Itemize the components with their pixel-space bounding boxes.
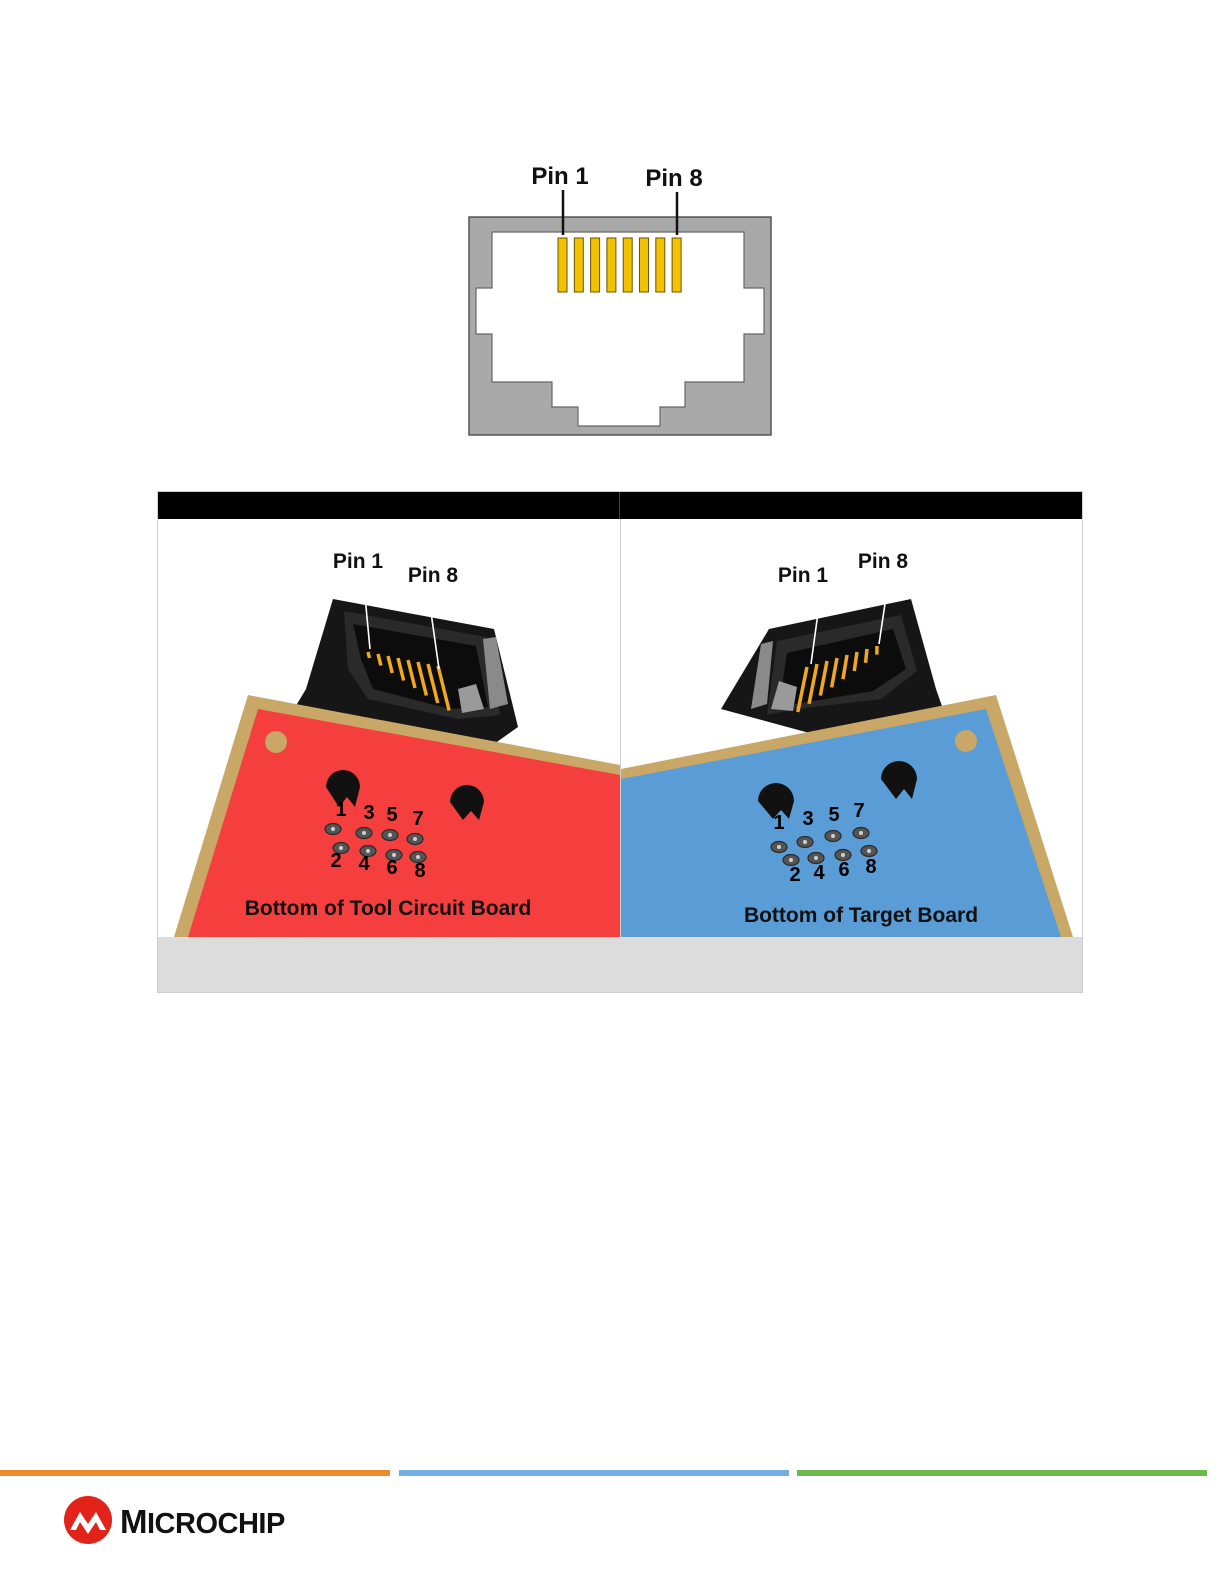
connector-pin-5 [623, 238, 632, 292]
target-pin-number-4: 4 [813, 862, 825, 884]
tool-board-illustration: Pin 1 Pin 8 1 2 3 4 5 6 7 8 Bo [158, 519, 620, 937]
target-pad-hole-3 [803, 840, 807, 844]
target-pin-number-5: 5 [828, 804, 839, 826]
target-pad-hole-2 [789, 858, 793, 862]
tool-pin-number-2: 2 [330, 850, 341, 872]
target-board-surface [621, 709, 1061, 937]
table-footer-row [158, 937, 1082, 992]
target-pin-number-6: 6 [838, 859, 849, 881]
target-connector-pin-7 [866, 649, 867, 663]
target-board-caption: Bottom of Target Board [744, 904, 978, 927]
target-pin1-label: Pin 1 [778, 564, 829, 587]
target-pad-hole-1 [777, 845, 781, 849]
logo-text-initial: M [120, 1503, 147, 1540]
target-pin-number-2: 2 [789, 864, 800, 886]
tool-pin-number-1: 1 [335, 799, 346, 821]
target-board-illustration: Pin 1 Pin 8 1 2 3 4 5 6 7 8 Bo [621, 519, 1082, 937]
tool-pad-hole-1 [331, 827, 335, 831]
target-pin-number-1: 1 [773, 812, 784, 834]
tool-pin-number-6: 6 [386, 857, 397, 879]
target-board-cell: Pin 1 Pin 8 1 2 3 4 5 6 7 8 Bo [621, 519, 1082, 937]
tool-pad-hole-8 [416, 855, 420, 859]
table-header-tool [158, 492, 620, 519]
connector-pin-8 [672, 238, 681, 292]
tool-pin-number-4: 4 [358, 853, 370, 875]
target-pad-hole-6 [841, 853, 845, 857]
tool-pad-hole-7 [413, 837, 417, 841]
tool-mount-hole [265, 731, 287, 753]
target-pad-hole-8 [867, 849, 871, 853]
target-pad-hole-5 [831, 834, 835, 838]
table-header-target [620, 492, 1082, 519]
tool-pin-number-5: 5 [386, 804, 397, 826]
table-header-row [158, 492, 1082, 519]
rj-connector-figure: Pin 1 Pin 8 [460, 150, 780, 450]
tool-pin8-label: Pin 8 [408, 564, 459, 587]
pin8-label: Pin 8 [645, 165, 702, 192]
footer-bar-blue [399, 1470, 789, 1476]
tool-connector-pin-1 [368, 652, 370, 658]
target-pad-hole-4 [814, 856, 818, 860]
target-pin-number-3: 3 [802, 808, 813, 830]
tool-pin-number-3: 3 [363, 802, 374, 824]
connector-pin-6 [640, 238, 649, 292]
logo-text-rest: ICROCHIP [147, 1508, 285, 1540]
footer-bar-green [797, 1470, 1207, 1476]
target-mount-hole [955, 730, 977, 752]
target-pin-number-7: 7 [853, 800, 864, 822]
tool-pin-number-8: 8 [414, 860, 425, 882]
microchip-logo-icon [62, 1494, 114, 1546]
table-body-row: Pin 1 Pin 8 1 2 3 4 5 6 7 8 Bo [158, 519, 1082, 937]
tool-pin1-label: Pin 1 [333, 550, 384, 573]
pinout-table: Pin 1 Pin 8 1 2 3 4 5 6 7 8 Bo [157, 491, 1083, 993]
target-pad-hole-7 [859, 831, 863, 835]
microchip-logo-text: MICROCHIP [120, 1503, 285, 1541]
footer-bar-orange [0, 1470, 390, 1476]
connector-pin-7 [656, 238, 665, 292]
rj-connector-diagram: Pin 1 Pin 8 [460, 150, 780, 450]
target-pin-number-8: 8 [865, 856, 876, 878]
connector-pin-4 [607, 238, 616, 292]
tool-board-cell: Pin 1 Pin 8 1 2 3 4 5 6 7 8 Bo [158, 519, 620, 937]
connector-pin-3 [591, 238, 600, 292]
microchip-logo: MICROCHIP [62, 1494, 302, 1546]
tool-pad-hole-5 [388, 833, 392, 837]
tool-pin-number-7: 7 [412, 808, 423, 830]
tool-board-caption: Bottom of Tool Circuit Board [245, 897, 532, 920]
connector-pin-2 [574, 238, 583, 292]
connector-pin-1 [558, 238, 567, 292]
target-pin8-label: Pin 8 [858, 550, 909, 573]
tool-pad-hole-3 [362, 831, 366, 835]
pin1-label: Pin 1 [531, 163, 588, 190]
